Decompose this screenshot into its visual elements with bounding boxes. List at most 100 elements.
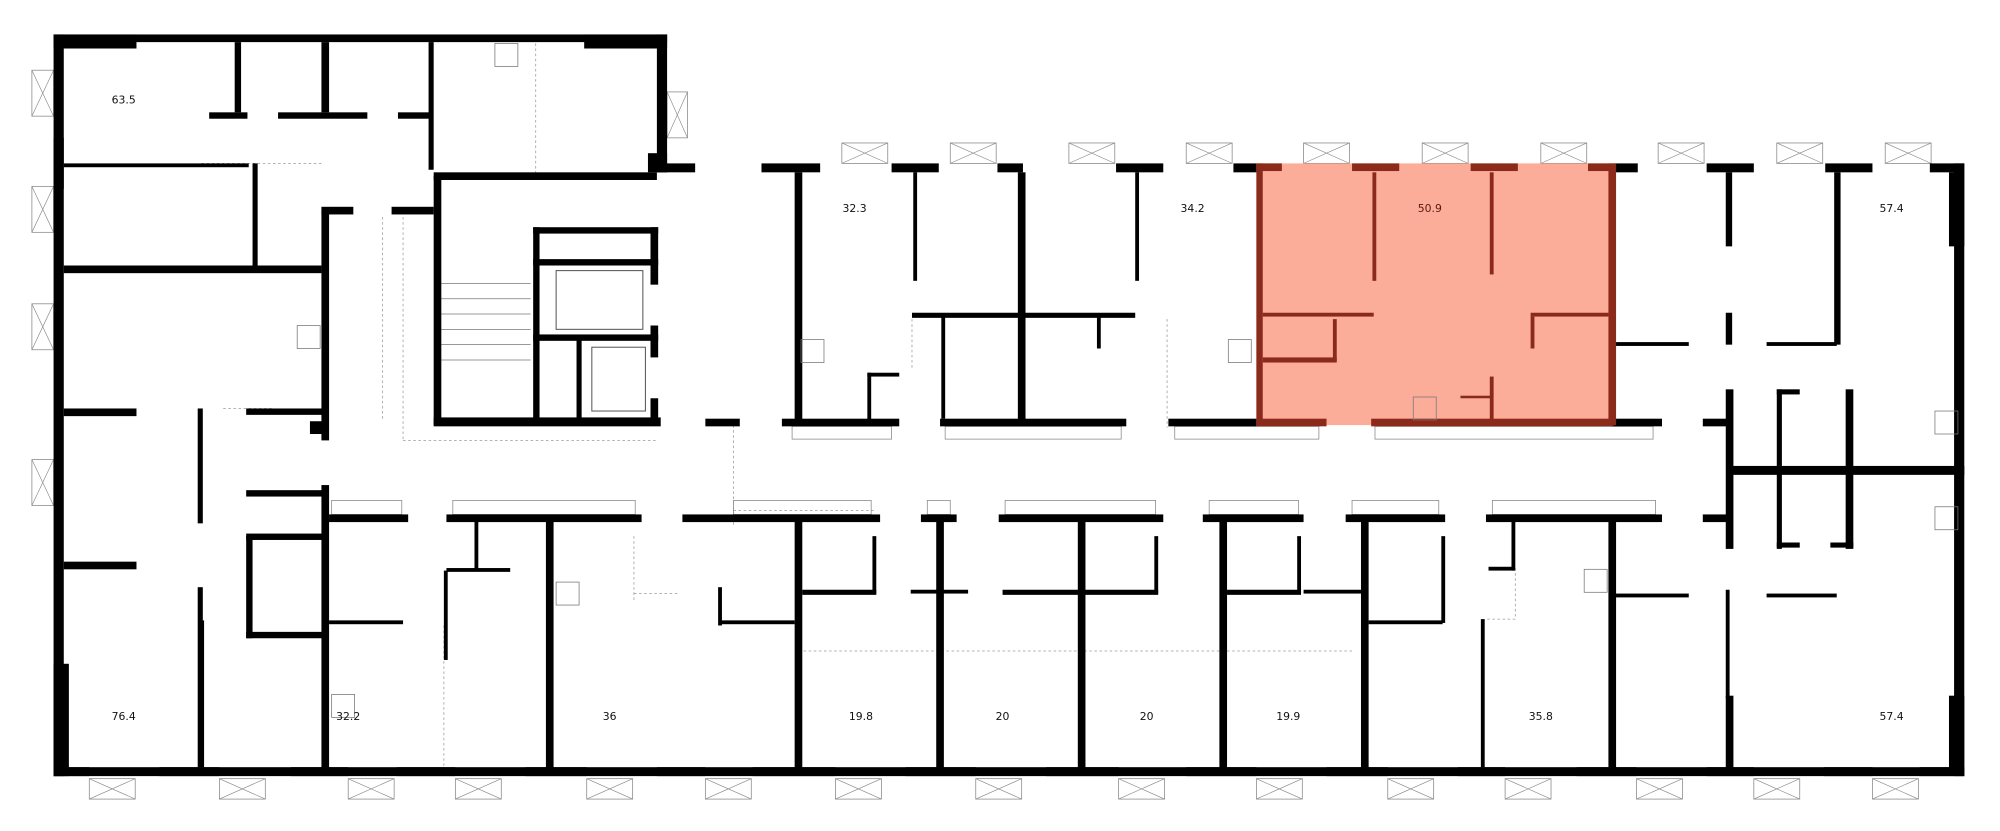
wall-selected (1470, 163, 1518, 172)
wall (246, 533, 323, 540)
wall (1511, 516, 1516, 571)
unit-area-label[interactable]: 63.5 (112, 93, 136, 106)
balcony (733, 500, 872, 515)
wall (1919, 767, 1965, 777)
windows (31, 69, 1932, 800)
wall (656, 767, 706, 777)
wall (246, 490, 323, 497)
wall (1725, 589, 1730, 699)
stove-icon (1583, 568, 1608, 593)
stove-icon (1227, 339, 1252, 363)
wall (396, 767, 456, 777)
stove-icon (331, 694, 355, 718)
wall (911, 312, 1136, 318)
unit-area-label[interactable]: 32.3 (843, 202, 867, 215)
wall-selected (1489, 172, 1494, 275)
wall (533, 259, 659, 266)
wall (781, 418, 900, 427)
selected-apartment-walls (1256, 163, 1617, 427)
unit-area-label-selected[interactable]: 50.9 (1418, 202, 1442, 215)
wall (329, 620, 404, 625)
selected-apartment-50-9[interactable] (1256, 163, 1615, 426)
wall (1614, 163, 1638, 173)
wall (656, 163, 696, 173)
wall (1219, 516, 1228, 773)
wall (1303, 589, 1361, 594)
wall (252, 163, 258, 269)
window-cross (666, 91, 688, 138)
wall (428, 42, 434, 170)
wall (752, 767, 836, 777)
wall (1233, 163, 1257, 173)
stove-icon (555, 581, 580, 606)
wall (53, 34, 668, 43)
unit-area-label[interactable]: 34.2 (1181, 202, 1205, 215)
walls (53, 34, 1965, 777)
wall (246, 631, 323, 639)
window-cross (1872, 778, 1919, 800)
wall (321, 485, 330, 773)
unit-area-label[interactable]: 20 (996, 710, 1010, 723)
wall (1614, 593, 1689, 598)
wall (1368, 620, 1443, 625)
stove-icon (1934, 410, 1959, 435)
wall (1154, 536, 1159, 594)
wall (53, 137, 64, 189)
wall-selected (1371, 418, 1614, 427)
wall (1725, 172, 1733, 247)
wall (1345, 514, 1446, 523)
unit-area-label[interactable]: 32.2 (336, 710, 360, 723)
wall (910, 589, 969, 594)
wall (290, 767, 349, 777)
unit-area-label[interactable]: 57.4 (1880, 710, 1904, 723)
wall (533, 227, 540, 426)
wall (650, 325, 659, 358)
unit-area-label[interactable]: 57.4 (1880, 202, 1904, 215)
stove-icon (800, 339, 825, 363)
wall (1485, 514, 1662, 523)
wall-selected (1530, 316, 1535, 349)
balcony (331, 500, 403, 515)
wall (913, 172, 918, 281)
unit-area-label[interactable]: 35.8 (1529, 710, 1553, 723)
unit-area-label[interactable]: 36 (603, 710, 617, 723)
unit-area-label[interactable]: 76.4 (112, 710, 136, 723)
wall (802, 589, 877, 595)
window-cross (975, 778, 1022, 800)
wall (1116, 163, 1164, 173)
wall (533, 334, 659, 341)
wall (443, 570, 448, 660)
balcony (1374, 425, 1654, 440)
wall (682, 514, 881, 523)
wall (159, 767, 220, 777)
unit-area-label[interactable]: 19.8 (849, 710, 873, 723)
wall (576, 338, 582, 422)
window-cross (1186, 142, 1233, 164)
window-cross (31, 186, 54, 233)
wall (650, 398, 659, 424)
window-cross (1885, 142, 1932, 164)
wall (1227, 589, 1302, 595)
wall (1929, 163, 1965, 173)
wall-selected (1262, 312, 1374, 317)
wall (397, 112, 430, 119)
unit-area-label[interactable]: 19.9 (1276, 710, 1300, 723)
wall (1096, 316, 1101, 349)
wall (891, 163, 939, 173)
wall (1825, 163, 1873, 173)
wall (1077, 516, 1086, 773)
stove-icon (1412, 396, 1437, 421)
wall (1202, 514, 1304, 523)
wall (1702, 418, 1729, 427)
unit-area-label[interactable]: 20 (1140, 710, 1154, 723)
wall-selected (1372, 172, 1377, 281)
wall (63, 265, 322, 274)
balcony (926, 500, 951, 515)
wall-selected (1352, 163, 1400, 172)
window-cross (31, 459, 54, 506)
wall-selected (1608, 163, 1617, 426)
wall (1948, 172, 1965, 247)
wall (1834, 172, 1841, 345)
wall (867, 372, 900, 377)
